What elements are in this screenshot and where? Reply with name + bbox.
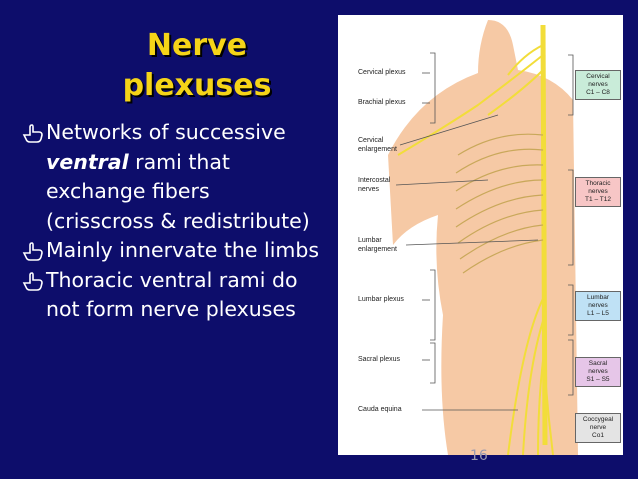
pointing-hand-icon — [22, 242, 43, 261]
leader-lines — [395, 52, 574, 411]
label-lumbar-plexus: Lumbar plexus — [358, 296, 404, 303]
box-sacral-l3: S1 – S5 — [586, 376, 610, 383]
box-sacral-l1: Sacral — [588, 360, 608, 367]
bullet-2-text: Mainly innervate the limbs — [46, 238, 320, 262]
label-sacral-plexus: Sacral plexus — [358, 356, 401, 363]
box-lumbar-l3: L1 – L5 — [587, 310, 609, 317]
box-coccygeal-l2: nerve — [589, 424, 607, 431]
bullet-list: Networks of successive ventral rami that… — [22, 118, 322, 325]
bullet-item-2: Mainly innervate the limbs — [22, 236, 322, 266]
box-sacral-nerves: Sacral nerves S1 – S5 — [575, 357, 621, 387]
box-coccygeal-l1: Coccygeal — [582, 416, 614, 423]
label-cervical-plexus: Cervical plexus — [358, 69, 406, 76]
box-coccygeal-l3: Co1 — [592, 432, 604, 439]
spinal-cord — [540, 24, 548, 446]
box-cervical-l3: C1 – C8 — [586, 89, 610, 96]
box-cervical-nerves: Cervical nerves C1 – C8 — [575, 70, 621, 100]
box-cervical-l1: Cervical — [586, 73, 610, 80]
box-cervical-l2: nerves — [588, 81, 608, 88]
pointing-hand-icon — [22, 271, 43, 291]
body-silhouette — [388, 20, 578, 455]
slide-title: Nerve plexuses — [92, 26, 302, 106]
label-lumbar-enlargement-1: Lumbar — [358, 237, 382, 244]
box-lumbar-l2: nerves — [588, 302, 608, 309]
page-number: 16 — [470, 448, 488, 464]
bullet-item-1: Networks of successive ventral rami that… — [22, 118, 322, 236]
box-coccygeal-nerve: Coccygeal nerve Co1 — [575, 413, 621, 443]
pointing-hand-icon — [22, 124, 43, 143]
label-cauda-equina: Cauda equina — [358, 406, 402, 413]
bullet-item-3: Thoracic ventral rami do not form nerve … — [22, 266, 322, 325]
label-cervical-enlargement-1: Cervical — [358, 137, 384, 144]
label-cervical-enlargement-2: enlargement — [358, 146, 397, 153]
anatomy-illustration — [388, 20, 578, 455]
bullet-1-pre: Networks of successive — [46, 120, 286, 144]
lumbosacral-nerves — [507, 294, 554, 455]
box-lumbar-nerves: Lumbar nerves L1 – L5 — [575, 291, 621, 321]
label-intercostal-1: Intercostal — [358, 177, 391, 184]
label-intercostal-2: nerves — [358, 186, 380, 193]
title-line-1: Nerve — [146, 28, 248, 63]
intercostal-nerves — [455, 133, 544, 274]
bullet-3-text: Thoracic ventral rami do not form nerve … — [46, 267, 298, 322]
title-line-2: plexuses — [122, 68, 272, 103]
nerve-plexus-figure: Cervical plexus Brachial plexus Cervical… — [338, 15, 623, 455]
box-thoracic-l1: Thoracic — [585, 180, 611, 187]
box-lumbar-l1: Lumbar — [586, 294, 610, 301]
label-lumbar-enlargement-2: enlargement — [358, 246, 397, 253]
box-thoracic-l3: T1 – T12 — [585, 196, 611, 203]
box-thoracic-nerves: Thoracic nerves T1 – T12 — [575, 177, 621, 207]
box-sacral-l2: nerves — [588, 368, 608, 375]
brachial-nerves — [397, 44, 544, 156]
bullet-1-post: rami that exchange fibers (crisscross & … — [46, 149, 310, 233]
box-thoracic-l2: nerves — [588, 188, 608, 195]
bullet-1-emphasis: ventral — [46, 149, 129, 174]
label-brachial-plexus: Brachial plexus — [358, 99, 406, 106]
